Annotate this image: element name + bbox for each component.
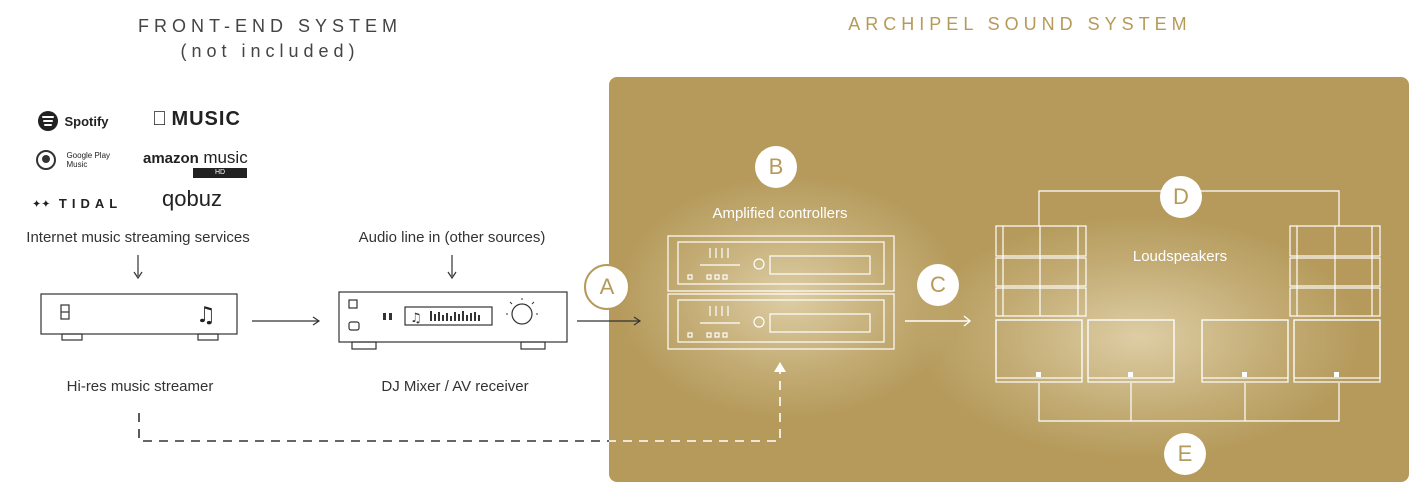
apple-icon: 	[152, 108, 167, 130]
spotify-icon	[38, 111, 58, 131]
right-line-array-speakers	[1289, 225, 1381, 317]
amplified-controller-bottom	[667, 293, 895, 350]
speakers-glow	[919, 217, 1359, 457]
loudspeakers-caption: Loudspeakers	[1132, 248, 1228, 265]
mixer-caption: DJ Mixer / AV receiver	[381, 378, 529, 395]
badge-d: D	[1160, 176, 1202, 218]
dj-mixer-device	[338, 291, 568, 350]
controllers-caption: Amplified controllers	[712, 205, 848, 222]
tidal-icon: ✦✦	[32, 198, 51, 211]
amazon-hd-label: HD	[214, 169, 226, 176]
dashed-bypass-path-left	[138, 413, 609, 442]
tidal-logo: ✦✦ TIDAL	[32, 195, 122, 213]
spotify-logo: Spotify	[38, 111, 109, 131]
streaming-services-caption: Internet music streaming services	[26, 229, 250, 246]
front-end-subtitle: (not included)	[180, 41, 360, 61]
volume-knob-ticks	[506, 298, 538, 315]
streaming-down-arrow	[133, 255, 143, 280]
controllers-to-speakers-arrow	[905, 315, 972, 327]
archipel-system-panel	[609, 77, 1409, 482]
mixer-display-bars: ♫	[383, 311, 480, 326]
google-play-label-2: Music	[66, 160, 88, 169]
amazon-music-label: music	[203, 148, 248, 167]
svg-text:♫: ♫	[410, 311, 422, 326]
amplified-controller-top	[667, 235, 895, 292]
badge-c: C	[917, 264, 959, 306]
subwoofer-4	[1293, 319, 1381, 383]
audio-line-in-caption: Audio line in (other sources)	[358, 229, 546, 246]
subwoofer-terminals	[1036, 372, 1339, 377]
subwoofer-3	[1201, 319, 1289, 383]
music-note-icon: ♫	[196, 303, 216, 328]
google-play-music-icon	[36, 150, 56, 170]
archipel-system-header: ARCHIPEL SOUND SYSTEM	[848, 14, 1192, 34]
line-in-down-arrow	[447, 255, 457, 280]
subwoofer-2	[1087, 319, 1175, 383]
streamer-caption: Hi-res music streamer	[66, 378, 214, 395]
qobuz-label: qobuz	[162, 186, 222, 211]
amazon-hd-badge: HD	[193, 168, 247, 178]
music-streamer-device	[40, 293, 238, 341]
left-line-array-speakers	[995, 225, 1087, 317]
spotify-label: Spotify	[64, 113, 109, 129]
google-play-label-1: Google Play	[66, 151, 111, 160]
front-end-title: FRONT-END SYSTEM	[137, 16, 402, 36]
apple-music-label: MUSIC	[152, 108, 239, 130]
svg-text:♫: ♫	[196, 303, 216, 328]
front-end-system-header: FRONT-END SYSTEM (not included)	[0, 14, 540, 64]
subwoofer-1	[995, 319, 1083, 383]
streamer-to-mixer-arrow	[252, 316, 321, 326]
amazon-label: amazon	[143, 150, 199, 167]
controllers-glow	[619, 177, 959, 417]
badge-e: E	[1164, 433, 1206, 475]
tidal-label: TIDAL	[58, 196, 123, 212]
google-play-music-logo: Google Play Music	[36, 150, 110, 170]
qobuz-logo: qobuz	[162, 186, 222, 212]
badge-b: B	[755, 146, 797, 188]
amazon-music-logo: amazon music HD	[143, 148, 248, 178]
dashed-bypass-arrowhead	[774, 362, 786, 372]
subwoofer-connection-bracket	[1038, 383, 1340, 422]
badge-a: A	[584, 264, 630, 310]
apple-music-logo:  MUSIC	[152, 108, 241, 131]
mixer-to-controllers-arrow	[577, 316, 642, 326]
